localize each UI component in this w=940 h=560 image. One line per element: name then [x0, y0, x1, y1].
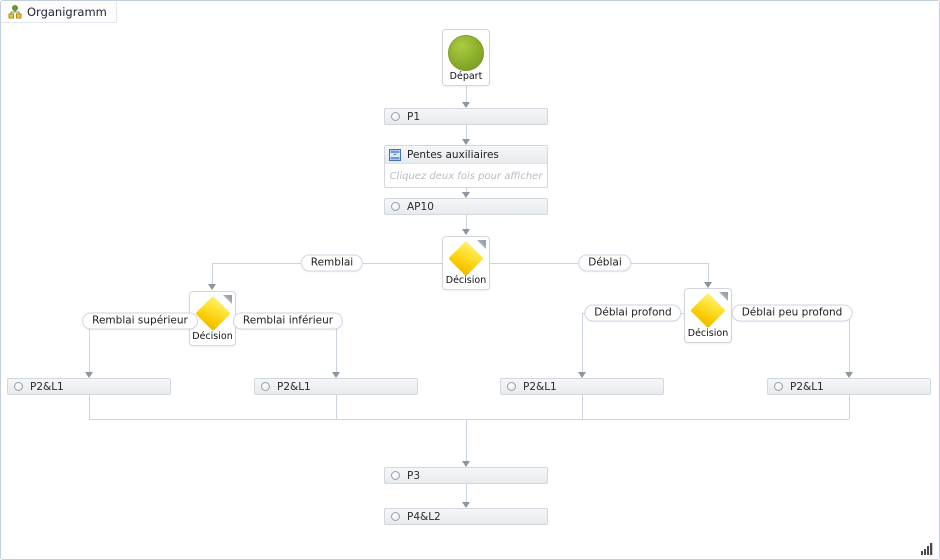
- branch-label-deblai[interactable]: Déblai: [578, 254, 632, 272]
- connector-line: [89, 419, 849, 420]
- node-ap10[interactable]: AP10: [384, 198, 548, 215]
- node-label: P4&L2: [407, 510, 441, 523]
- arrowhead: [462, 139, 470, 145]
- panel-header: Organigramme: [2, 2, 117, 23]
- connector-line: [466, 215, 467, 229]
- arrowhead: [462, 229, 470, 235]
- connector-line: [89, 321, 90, 372]
- subchart-icon: [389, 148, 401, 161]
- fold-corner-icon: [719, 292, 728, 301]
- node-label: Décision: [192, 331, 233, 342]
- node-label: Départ: [449, 71, 483, 82]
- node-label: P2&L1: [790, 380, 824, 393]
- node-label: P2&L1: [277, 380, 311, 393]
- node-bullet-icon: [391, 471, 400, 480]
- connector-line: [336, 321, 337, 372]
- node-label: Décision: [445, 275, 487, 286]
- subchart-hint: Cliquez deux fois pour afficher: [389, 170, 543, 182]
- connector-line: [466, 125, 467, 139]
- node-label: Décision: [687, 328, 729, 339]
- node-p2l1-3[interactable]: P2&L1: [500, 378, 664, 395]
- arrowhead: [208, 284, 216, 290]
- connector-line: [849, 395, 850, 419]
- decision-diamond-icon: [194, 295, 231, 332]
- node-bullet-icon: [14, 382, 23, 391]
- connector-line: [466, 484, 467, 502]
- node-label: AP10: [407, 200, 434, 213]
- panel-title: Organigramme: [27, 5, 107, 19]
- node-bullet-icon: [391, 512, 400, 521]
- connector-line: [212, 263, 213, 284]
- node-label: P2&L1: [30, 380, 64, 393]
- orgchart-icon: [8, 5, 22, 19]
- node-label: P2&L1: [523, 380, 557, 393]
- arrowhead: [845, 372, 853, 378]
- start-circle-icon: [448, 35, 484, 71]
- node-bullet-icon: [391, 112, 400, 121]
- connector-line: [466, 419, 467, 461]
- connector-line: [582, 313, 583, 372]
- node-p2l1-2[interactable]: P2&L1: [254, 378, 418, 395]
- node-label: P1: [407, 110, 421, 123]
- connector-line: [849, 313, 850, 372]
- node-decision-main[interactable]: Décision: [442, 236, 490, 290]
- node-depart[interactable]: Départ: [442, 29, 490, 86]
- fold-corner-icon: [477, 240, 486, 249]
- arrowhead: [462, 102, 470, 108]
- arrowhead: [462, 502, 470, 508]
- resize-grip-icon[interactable]: [921, 543, 934, 555]
- node-bullet-icon: [507, 382, 516, 391]
- arrowhead: [85, 372, 93, 378]
- node-p2l1-4[interactable]: P2&L1: [767, 378, 931, 395]
- branch-label-deblai-peu-profond[interactable]: Déblai peu profond: [731, 304, 853, 322]
- node-decision-right[interactable]: Décision: [684, 288, 732, 343]
- branch-label-remblai-superieur[interactable]: Remblai supérieur: [82, 312, 198, 330]
- connector-line: [466, 86, 467, 102]
- arrowhead: [462, 461, 470, 467]
- arrowhead: [332, 372, 340, 378]
- node-bullet-icon: [261, 382, 270, 391]
- node-pentes-auxiliaires[interactable]: Pentes auxiliaires Cliquez deux fois pou…: [384, 145, 548, 188]
- subchart-title: Pentes auxiliaires: [407, 148, 499, 161]
- connector-line: [89, 395, 90, 419]
- connector-line: [336, 395, 337, 419]
- node-bullet-icon: [774, 382, 783, 391]
- branch-label-remblai[interactable]: Remblai: [300, 254, 364, 272]
- arrowhead: [462, 192, 470, 198]
- fold-corner-icon: [223, 295, 232, 304]
- node-p3[interactable]: P3: [384, 467, 548, 484]
- arrowhead: [578, 372, 586, 378]
- node-label: P3: [407, 469, 421, 482]
- arrowhead: [704, 282, 712, 288]
- connector-line: [708, 263, 709, 282]
- node-p2l1-1[interactable]: P2&L1: [7, 378, 171, 395]
- decision-diamond-icon: [690, 292, 726, 329]
- branch-label-remblai-inferieur[interactable]: Remblai inférieur: [232, 312, 344, 330]
- node-p4l2[interactable]: P4&L2: [384, 508, 548, 525]
- connector-line: [582, 395, 583, 419]
- branch-label-deblai-profond[interactable]: Déblai profond: [584, 304, 682, 322]
- decision-diamond-icon: [448, 240, 484, 277]
- node-p1[interactable]: P1: [384, 108, 548, 125]
- connector-line: [466, 188, 467, 192]
- node-bullet-icon: [391, 202, 400, 211]
